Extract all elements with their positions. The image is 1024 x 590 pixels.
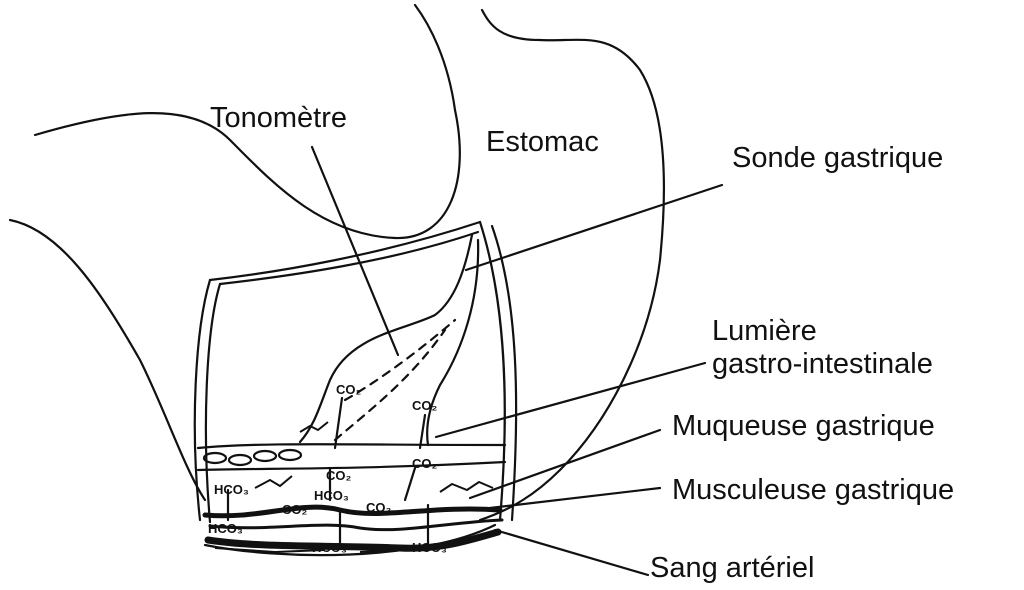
arrow-mucosa-2 (405, 468, 415, 500)
hco3-blood-left: HCO₃ (208, 521, 243, 536)
label-sang-arteriel: Sang artériel (650, 552, 814, 584)
leader-sonde (466, 185, 722, 270)
leader-muqueuse (470, 430, 660, 498)
co2-balloon-right: CO₂ (412, 398, 438, 413)
cutaway-right-edge (480, 222, 505, 520)
label-lumiere-line1: Lumière (712, 315, 817, 347)
leader-tonometre (312, 147, 398, 355)
cutaway-top-edge (210, 222, 480, 280)
label-estomac: Estomac (486, 126, 599, 158)
co2-balloon-left: CO₂ (336, 382, 362, 397)
hco3-blood-center: HCO₃ (312, 540, 347, 555)
co2-lumen-right: CO₂ (412, 456, 438, 471)
label-tonometre: Tonomètre (210, 102, 347, 134)
hco3-blood-right: HCO₃ (412, 540, 447, 555)
label-muqueuse-gastrique: Muqueuse gastrique (672, 410, 935, 442)
label-lumiere-line2: gastro-intestinale (712, 348, 933, 380)
stomach-right-wall (480, 10, 664, 520)
leader-musculeuse (490, 488, 660, 508)
co2-mucosa-right: CO₂ (366, 500, 392, 515)
leader-lumiere (436, 363, 705, 437)
stomach-outer-left (10, 220, 205, 500)
label-sonde-gastrique: Sonde gastrique (732, 142, 943, 174)
mucosa-top (198, 462, 505, 470)
blood-vessel (208, 532, 498, 548)
tonometer-balloon (300, 235, 472, 442)
leader-sang (495, 530, 648, 575)
label-musculeuse-gastrique: Musculeuse gastrique (672, 474, 954, 506)
arrow-co2-1 (335, 398, 342, 448)
hco3-mucosa-center: HCO₃ (314, 488, 349, 503)
hco3-mucosa-left: HCO₃ (214, 482, 249, 497)
arrow-co2-2 (420, 415, 425, 448)
musculeuse-line-2 (210, 520, 502, 530)
co2-lumen-left: CO₂ (326, 468, 352, 483)
lumen-surface (198, 444, 505, 448)
musculeuse-line (205, 507, 500, 516)
co2-mucosa-left: CO₂ (282, 502, 308, 517)
